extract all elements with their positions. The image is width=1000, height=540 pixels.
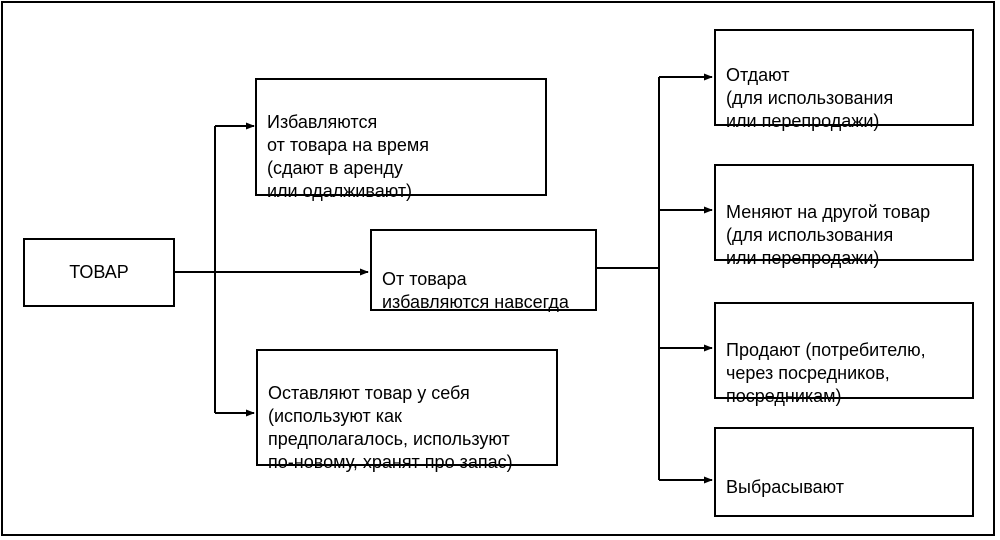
node-exchange: Меняют на другой товар (для использовани… [714,164,974,268]
node-discard: Выбрасывают [714,427,974,517]
node-temporary: Избавляются от товара на время (сдают в … [255,78,547,201]
node-forever: От товара избавляются навсегда [370,229,597,312]
node-give: Отдают (для использования или перепродаж… [714,29,974,131]
node-discard-label: Выбрасывают [726,477,844,497]
node-sell-label: Продают (потребителю, через посредников,… [726,340,926,406]
node-keep-label: Оставляют товар у себя (используют как п… [268,383,513,472]
node-sell: Продают (потребителю, через посредников,… [714,302,974,406]
node-product: ТОВАР [23,238,175,307]
node-give-label: Отдают (для использования или перепродаж… [726,65,894,131]
node-product-label: ТОВАР [69,262,129,282]
node-forever-label: От товара избавляются навсегда [382,269,569,312]
node-keep: Оставляют товар у себя (используют как п… [256,349,558,472]
node-temporary-label: Избавляются от товара на время (сдают в … [267,112,429,201]
node-exchange-label: Меняют на другой товар (для использовани… [726,202,931,268]
